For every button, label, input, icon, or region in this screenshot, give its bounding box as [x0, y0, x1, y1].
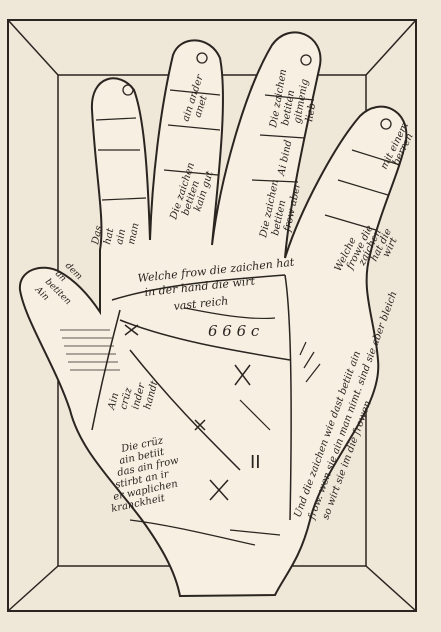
thumb-center-text: Ain crüz inder handt — [106, 379, 161, 412]
frame-corner-bl — [7, 565, 59, 612]
frame-corner-br — [365, 565, 417, 612]
frame-corner-tr — [365, 19, 417, 76]
palm-numbers: 6 6 6 c — [208, 322, 260, 340]
thumb-left-line-1: Das — [90, 225, 105, 247]
fingernail-marks — [122, 52, 392, 130]
thumb-text-left: Das hat ain man — [90, 222, 142, 247]
thumb-center-line-1: Ain — [106, 392, 121, 412]
thumb-left-line-3: ain — [114, 228, 128, 246]
thumb-left-line-2: hat — [102, 226, 116, 245]
thumb-hatching — [60, 329, 120, 371]
finger-joints — [95, 89, 401, 231]
thumb-left-line-4: man — [126, 222, 141, 246]
frame-corner-tl — [7, 19, 59, 76]
lower-left-text: Die crüz ain betiit das ain frow stirbt … — [110, 435, 180, 515]
palm-lines — [91, 274, 292, 521]
outer-border — [7, 19, 417, 612]
cross-marks — [124, 324, 251, 501]
hand-outline — [18, 31, 408, 598]
wrist-mark: II — [250, 452, 261, 473]
ring-line-4: lieb — [304, 102, 318, 122]
additional-linework — [129, 307, 321, 546]
